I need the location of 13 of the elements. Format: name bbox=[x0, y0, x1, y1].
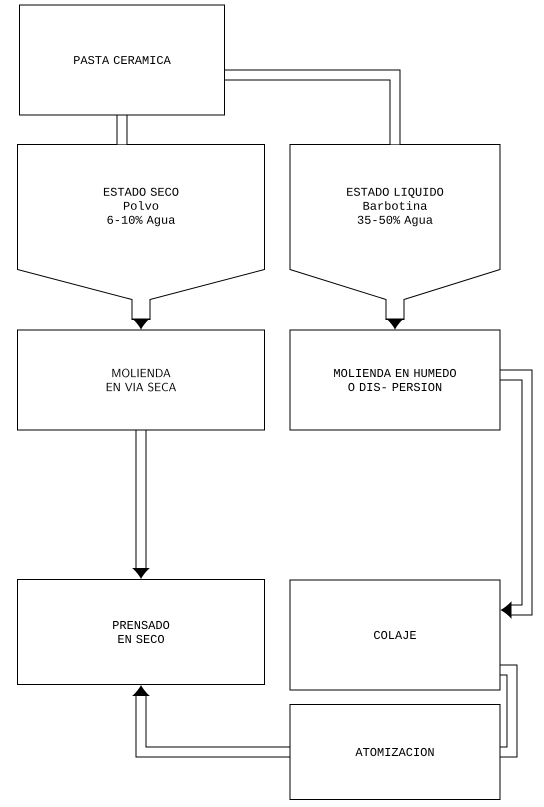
process-box: PASTA CERAMICA bbox=[19, 4, 225, 116]
process-box: MOLIENDA EN HUMEDO O DIS- PERSION bbox=[290, 330, 500, 430]
hopper-box: ESTADO SECO Polvo 6-10% Agua bbox=[17, 144, 265, 320]
hopper-box: ESTADO LIQUIDO Barbotina 35-50% Agua bbox=[290, 144, 500, 320]
pipe-arrow bbox=[386, 318, 404, 329]
process-box: PRENSADO EN SECO bbox=[17, 579, 265, 685]
pipe-arrow bbox=[132, 430, 150, 578]
pipe-arrow bbox=[132, 318, 150, 329]
pipe-arrow bbox=[500, 370, 532, 618]
process-box: MOLIENDA EN VIA SECA bbox=[17, 330, 265, 430]
pipe-arrow bbox=[132, 686, 290, 758]
process-box: COLAJE bbox=[290, 580, 500, 690]
process-box: ATOMIZACION bbox=[290, 704, 500, 800]
